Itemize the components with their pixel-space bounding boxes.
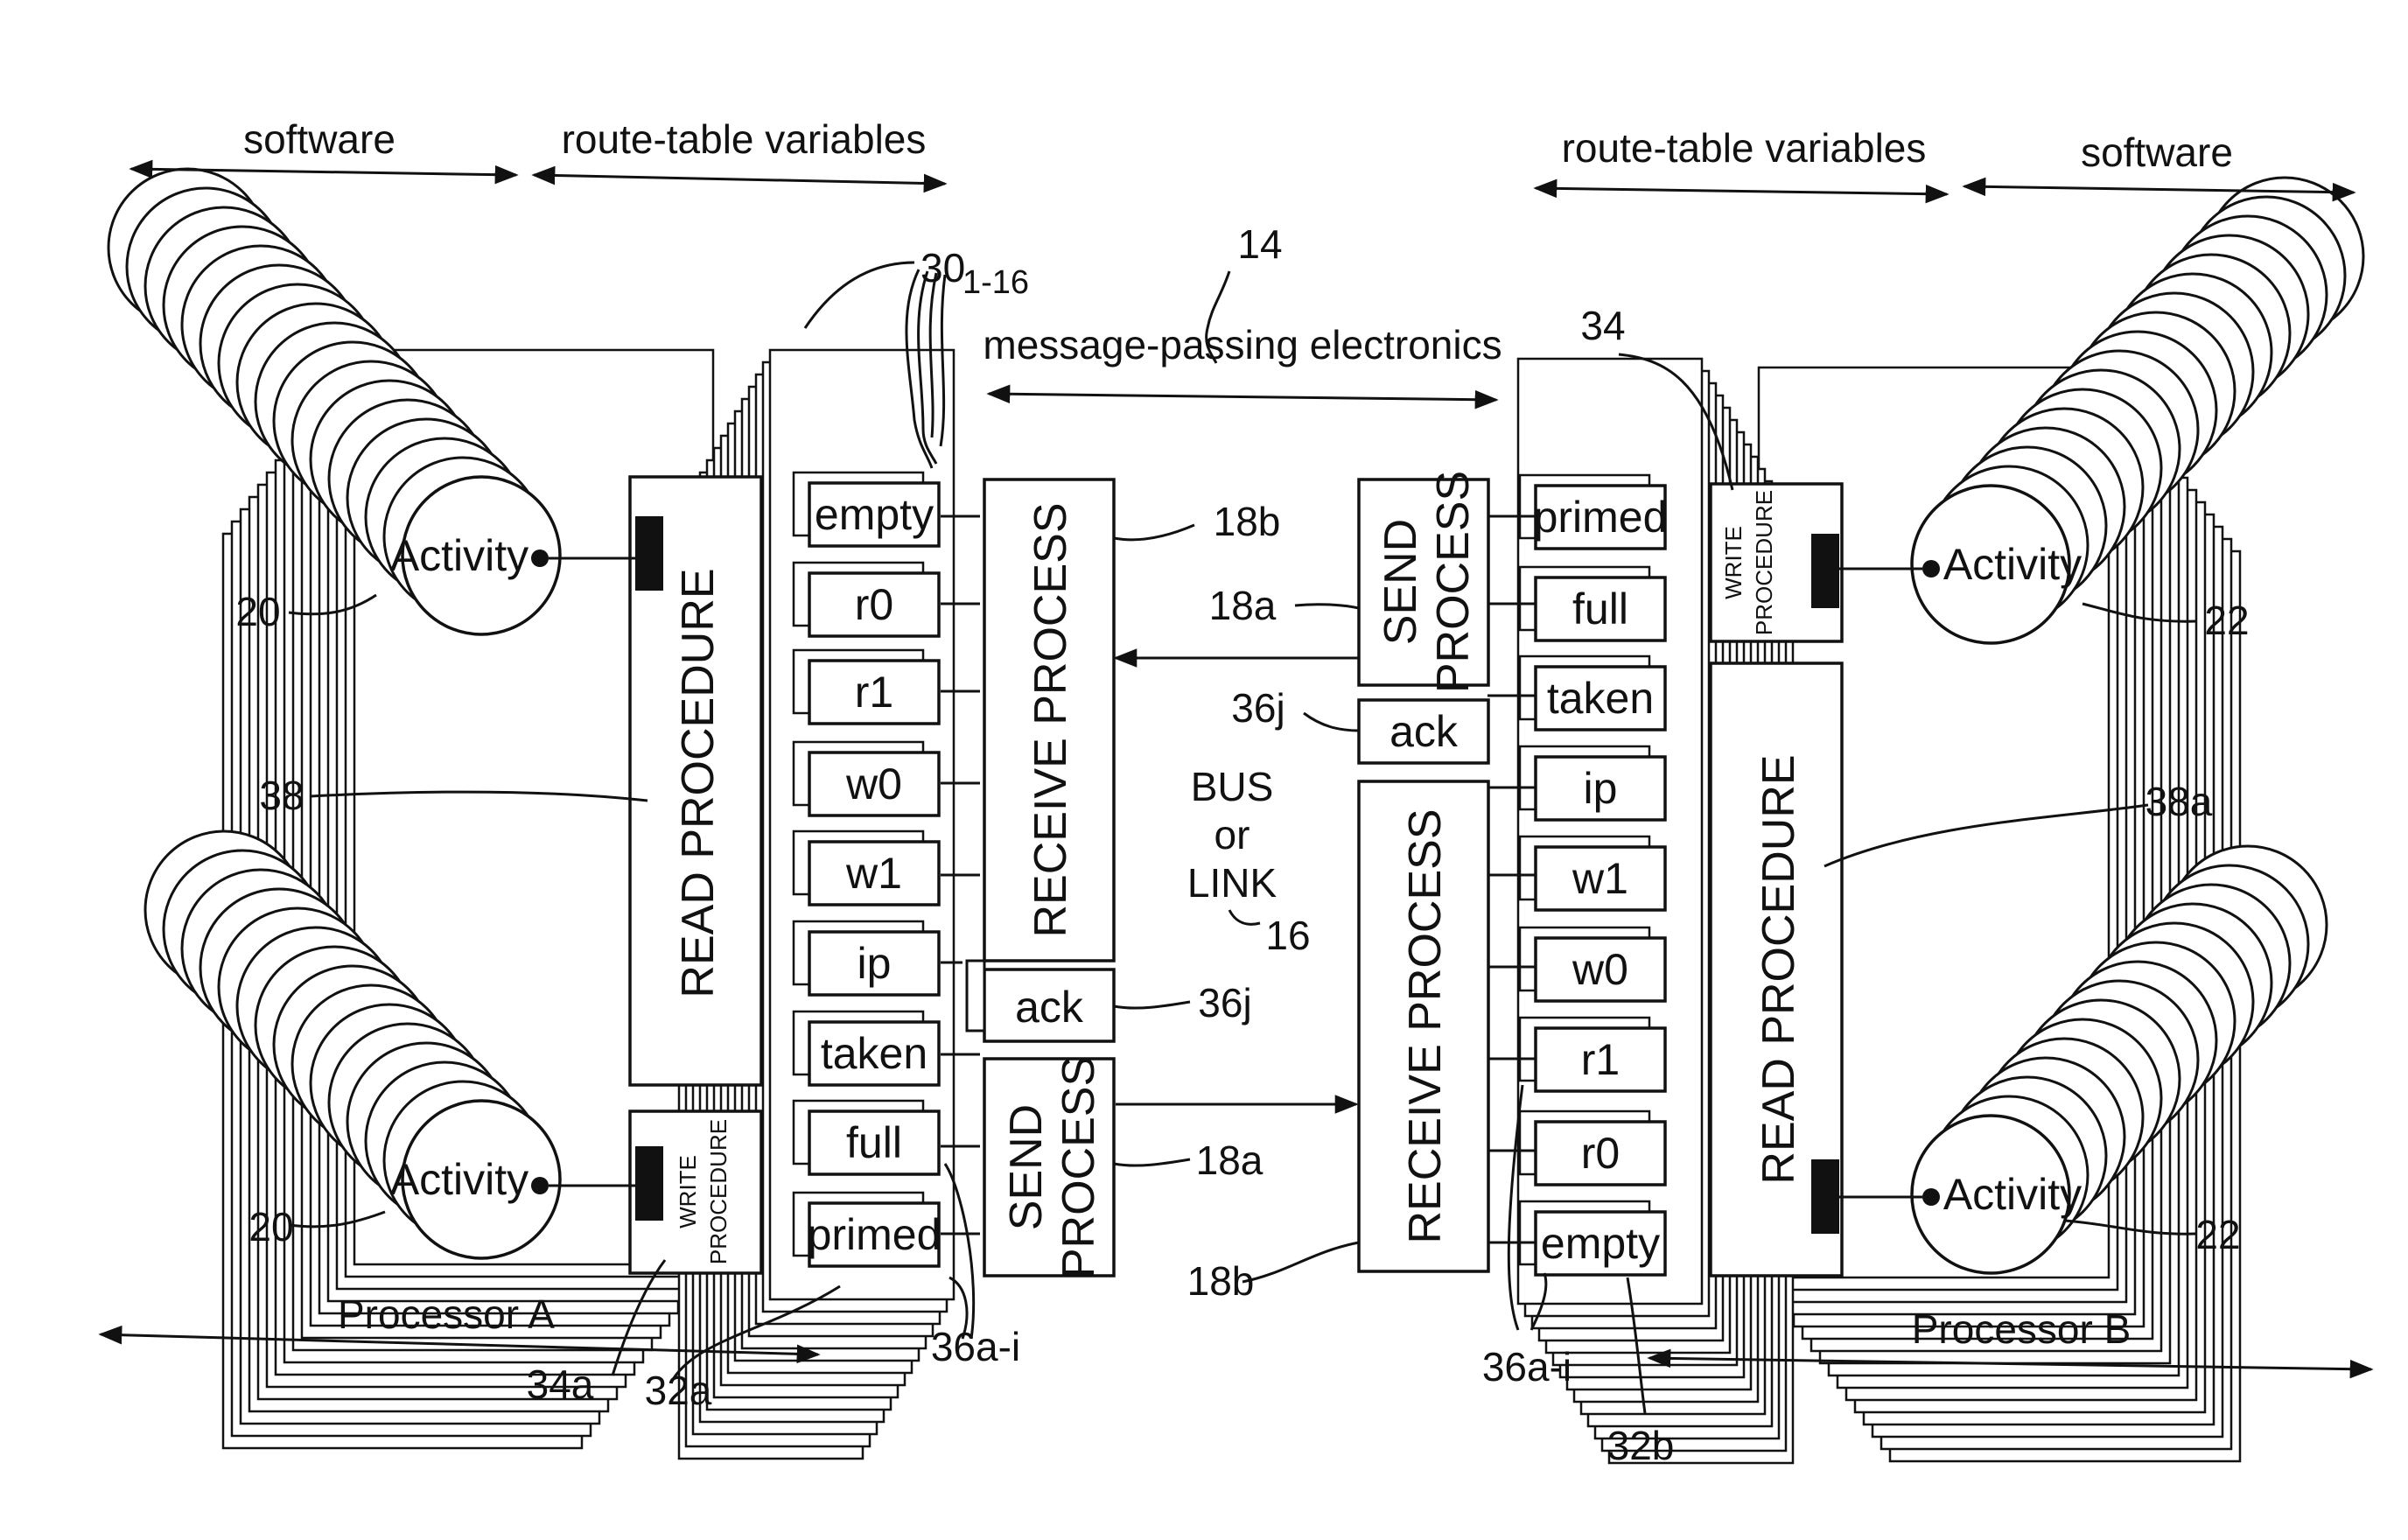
activity-b-bottom-label: Activity	[1943, 1170, 2082, 1219]
ref-18b-a: 18b	[1214, 499, 1281, 544]
read-procedure-a-label: READ PROCEDURE	[673, 568, 724, 998]
ack-a-label: ack	[1015, 983, 1084, 1032]
write-procedure-b-line2: PROCEDURE	[1751, 490, 1777, 635]
bus-line2: or	[1214, 812, 1250, 858]
ref-32b: 32b	[1607, 1423, 1675, 1468]
write-procedure-b-line1: WRITE	[1720, 526, 1746, 599]
right-var-label: ip	[1584, 764, 1618, 813]
right-var-label: w1	[1572, 854, 1628, 903]
write-port-a	[635, 1146, 663, 1221]
bus-ref-leader	[1229, 910, 1260, 924]
ref-18a-a: 18a	[1196, 1138, 1264, 1183]
ack-a-back	[967, 961, 984, 1031]
right-variable-boxes: primed full taken ip w1 w0 r1 r0 empty	[1520, 475, 1667, 1275]
route-left-arrow	[534, 175, 945, 184]
ref-36ai-b: 36a-i	[1482, 1344, 1572, 1390]
electronics-label: message-passing electronics	[983, 322, 1502, 368]
activity-a-top-label: Activity	[390, 531, 528, 580]
bus-line1: BUS	[1191, 764, 1274, 809]
electronics-ref: 14	[1237, 221, 1282, 267]
read-port-a	[635, 516, 663, 591]
ref-36ai-a: 36a-i	[931, 1324, 1020, 1369]
right-var-label: r0	[1581, 1129, 1620, 1178]
vars-ref-subscript: 1-16	[962, 264, 1029, 301]
activity-b-bottom-port	[1922, 1188, 1940, 1206]
activity-b-top-port	[1922, 560, 1940, 578]
route-right-label: route-table variables	[1562, 125, 1927, 171]
right-var-label: w0	[1572, 945, 1628, 994]
right-var-label: taken	[1547, 674, 1654, 723]
software-right-label: software	[2081, 130, 2233, 175]
send-process-a-line2: PROCESS	[1054, 1056, 1104, 1278]
right-var-label: empty	[1541, 1219, 1660, 1268]
ref-22-bottom: 22	[2195, 1212, 2240, 1257]
electronics-arrow	[989, 394, 1496, 400]
receive-process-a-label: RECEIVE PROCESS	[1026, 502, 1076, 937]
ack-b-label: ack	[1390, 707, 1459, 756]
write-procedure-a-line1: WRITE	[675, 1155, 701, 1228]
software-left-label: software	[243, 116, 396, 162]
left-var-label: full	[846, 1118, 902, 1167]
read-procedure-b-label: READ PROCEDURE	[1754, 754, 1804, 1184]
processor-a-label: Processor A	[338, 1292, 555, 1337]
ref-18b-b: 18b	[1187, 1258, 1255, 1304]
right-var-label: full	[1572, 584, 1628, 634]
right-var-label: r1	[1581, 1035, 1620, 1084]
route-right-arrow	[1536, 188, 1947, 194]
bus-ref: 16	[1265, 913, 1310, 958]
left-variable-boxes: empty r0 r1 w0 w1 ip taken full primed	[794, 472, 941, 1266]
ref-20-bottom: 20	[248, 1204, 293, 1250]
receive-process-b-label: RECEIVE PROCESS	[1400, 808, 1451, 1243]
send-process-b-line1: SEND	[1376, 519, 1426, 645]
ref-22-top: 22	[2204, 598, 2249, 643]
route-left-label: route-table variables	[562, 116, 927, 162]
ref-18a-b: 18a	[1209, 583, 1277, 628]
right-var-label: primed	[1534, 493, 1668, 542]
activity-a-bottom-port	[531, 1177, 549, 1194]
ref-36j-a: 36j	[1198, 980, 1251, 1026]
left-var-label: taken	[821, 1029, 928, 1078]
left-var-label: r0	[855, 580, 893, 629]
activity-a-top-port	[531, 550, 549, 567]
left-var-label: r1	[855, 668, 893, 717]
ref-20-top: 20	[235, 589, 280, 634]
left-var-label: primed	[808, 1210, 942, 1259]
bus-line3: LINK	[1187, 860, 1278, 906]
write-procedure-a-line2: PROCEDURE	[705, 1119, 732, 1264]
left-var-label: w1	[845, 849, 902, 898]
write-port-b	[1811, 534, 1839, 608]
activity-a-bottom-label: Activity	[390, 1155, 528, 1204]
ref-34: 34	[1580, 303, 1625, 348]
processor-b-label: Processor B	[1912, 1306, 2132, 1352]
ref-34a: 34a	[527, 1362, 594, 1407]
left-var-label: ip	[858, 939, 892, 988]
send-process-a-line1: SEND	[1001, 1104, 1052, 1230]
send-process-b-line2: PROCESS	[1428, 471, 1479, 693]
activity-b-top-label: Activity	[1943, 540, 2082, 589]
left-var-label: empty	[815, 490, 934, 539]
ref-38: 38	[259, 773, 304, 818]
ref-36j-b: 36j	[1231, 685, 1284, 731]
left-var-label: w0	[845, 760, 902, 808]
ref-38a: 38a	[2146, 779, 2213, 824]
ref-32a: 32a	[645, 1368, 712, 1413]
read-port-b	[1811, 1159, 1839, 1234]
